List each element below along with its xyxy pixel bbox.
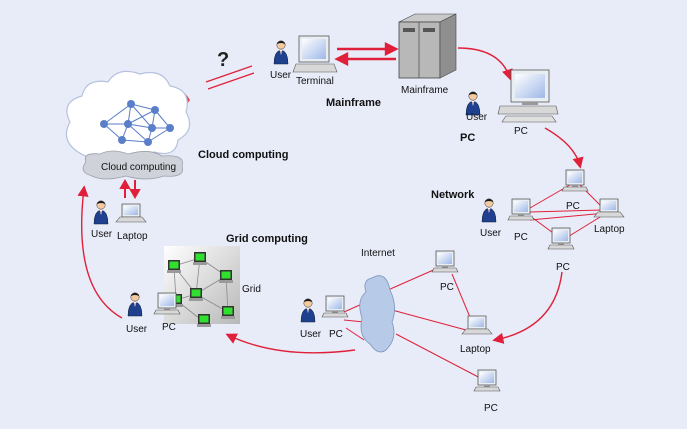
cloud-user-icon [93,200,109,225]
network-pc-bottom-label: PC [556,262,570,273]
pc-era-pc-label: PC [514,126,528,137]
internet-pc-label: PC [329,329,343,340]
grid-computing-title: Grid computing [226,233,308,245]
internet-laptop-label: Laptop [460,344,491,355]
grid-panel [164,246,240,327]
cloud-computing-group: Cloud computing [65,70,191,180]
evolution-arrows [77,47,584,354]
network-pc-label: PC [514,232,528,243]
arrow-network-to-internet [492,271,563,344]
internet-cloud-icon [359,275,395,353]
grid-user-pc-label: PC [162,322,176,333]
internet-label: Internet [361,248,395,259]
internet-pc-bottom-icon [473,369,501,392]
network-pc-bottom-icon [547,227,575,250]
cloud-shape [65,70,191,159]
grid-pc-icon [221,306,235,319]
mainframe-user-icon [273,40,289,65]
grid-user-icon [127,292,143,317]
network-laptop-label: Laptop [594,224,625,235]
cloud-laptop-label: Laptop [117,231,148,242]
cloud-access-arrows [119,178,141,200]
internet-pc-top-label: PC [440,282,454,293]
grid-pc-icon [193,252,207,265]
grid-user-label: User [126,324,148,335]
grid-pc-icon [219,270,233,283]
arrow-pc-to-network [544,127,584,169]
grid-pc-icon [189,288,203,301]
cloud-network-nodes [100,100,174,146]
network-user-icon [481,198,497,223]
internet-user-label: User [300,329,322,340]
terminal-label: Terminal [296,76,334,87]
network-pc-top-label: PC [566,201,580,212]
mainframe-user-label: User [270,70,292,81]
internet-laptop-icon [461,315,493,335]
cloud-banner [82,150,183,180]
mainframe-icon [398,13,457,79]
grid-label: Grid [242,284,261,295]
cloud-user-label: User [91,229,113,240]
network-pc-top-icon [561,169,589,192]
internet-user-icon [300,298,316,323]
arrow-internet-to-grid [225,333,356,354]
cloud-computing-title: Cloud computing [198,149,288,161]
network-user-label: User [480,228,502,239]
mainframe-title: Mainframe [326,97,381,109]
internet-links [343,267,485,381]
question-mark: ? [217,49,229,71]
arrow-mainframe-to-pc [457,47,513,81]
internet-pc-bottom-label: PC [484,403,498,414]
mainframe-device-label: Mainframe [401,85,449,96]
internet-pc-top-icon [431,250,459,273]
cloud-banner-label: Cloud computing [101,162,176,173]
cloud-laptop-icon [115,203,147,223]
arrow-grid-to-cloud [77,185,123,319]
broken-link-lines [205,65,255,90]
pc-era-user-label: User [466,112,488,123]
network-pc-icon [507,198,535,221]
grid-pc-icon [167,260,181,273]
terminal-mainframe-arrows [334,42,399,66]
network-laptop-icon [593,198,625,218]
grid-pc-icon [197,314,211,327]
grid-user-pc-icon [153,292,181,315]
internet-pc-icon [321,295,349,318]
pc-title: PC [460,132,475,144]
terminal-icon [292,35,338,73]
pc-era-computer-icon [497,69,559,123]
network-title: Network [431,189,475,201]
